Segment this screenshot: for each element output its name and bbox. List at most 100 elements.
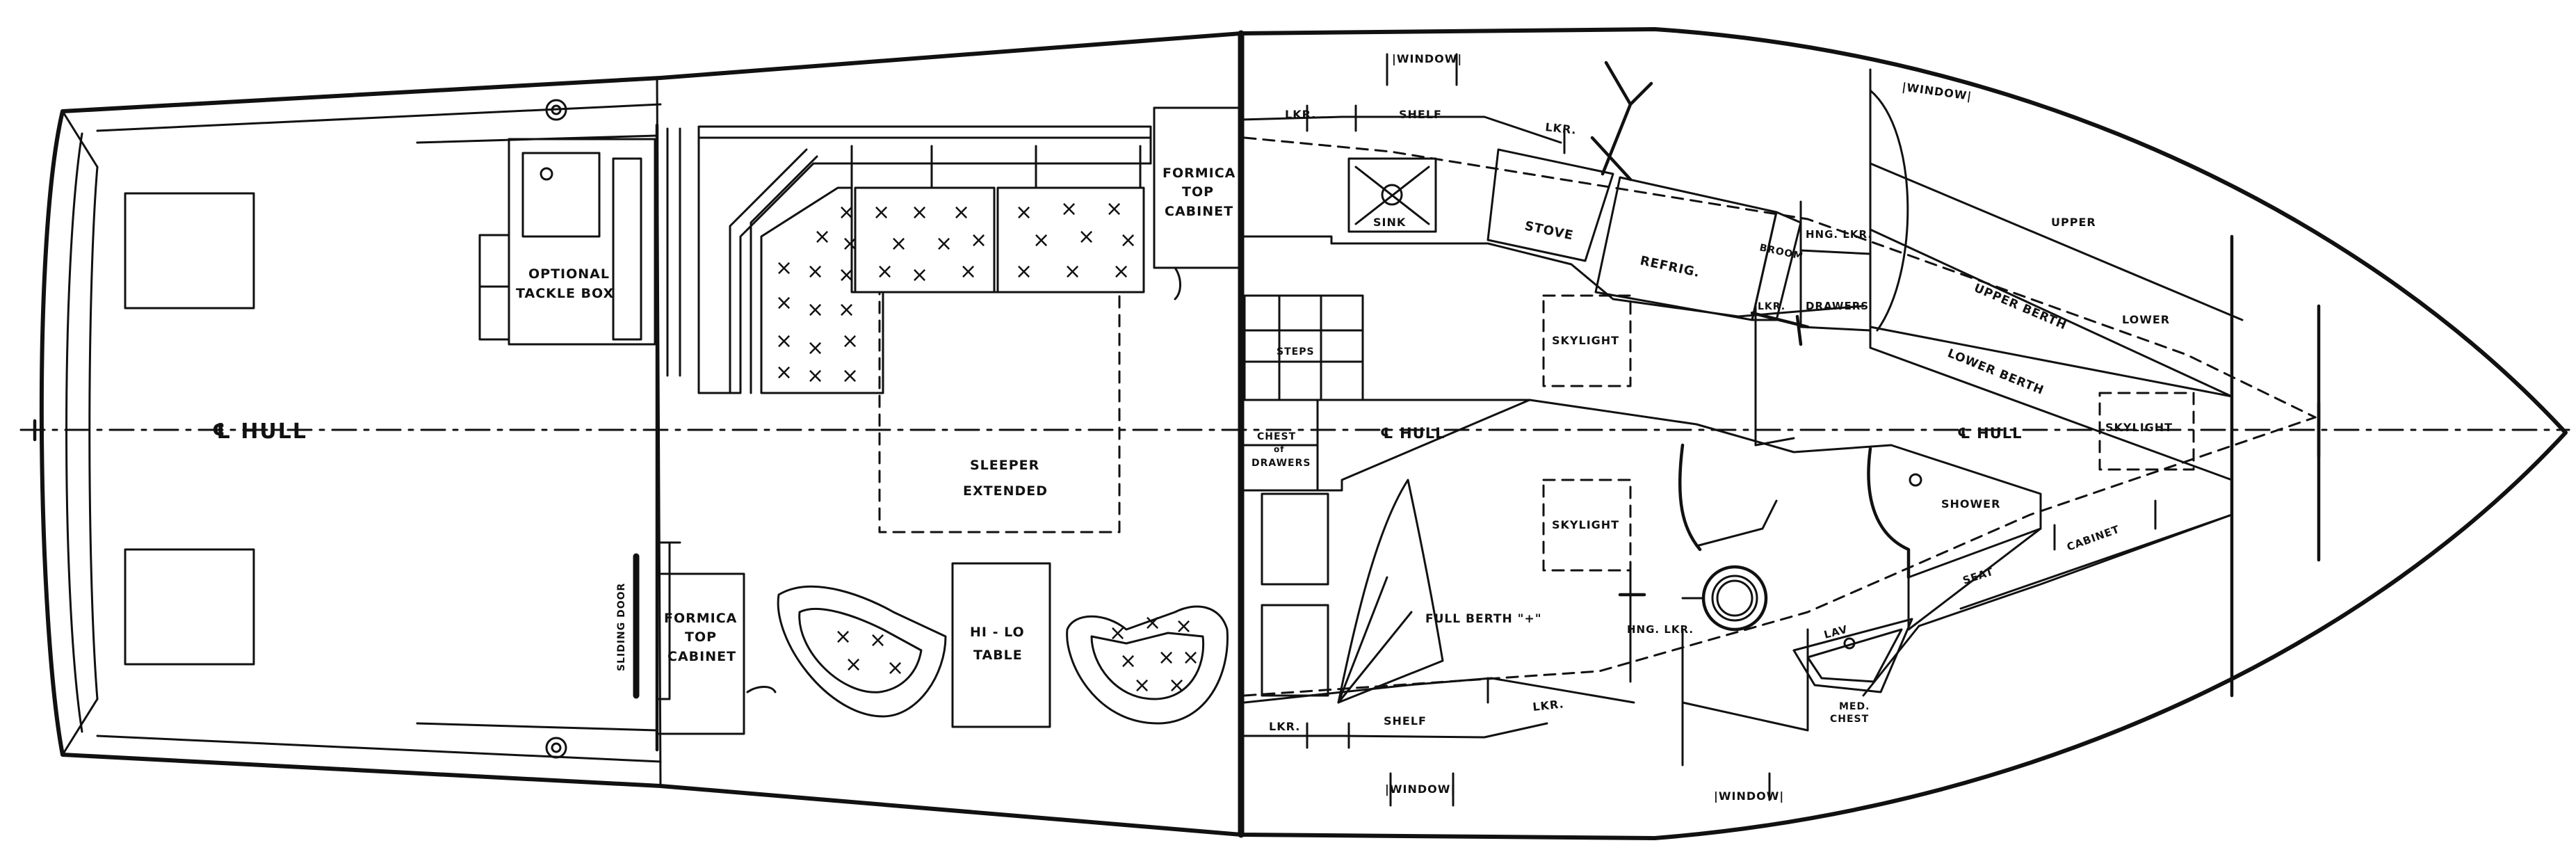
pillow-lower xyxy=(1261,604,1329,697)
hull-outline xyxy=(39,27,2568,840)
hull-centerline-label-mid: ℄ HULL xyxy=(1380,425,1445,442)
swivel-chair-right: ××× ××× ×× xyxy=(1066,605,1229,725)
stove-label: STOVE xyxy=(1523,218,1575,243)
formica-cabinet-lower-label: FORMICA xyxy=(664,611,737,626)
seat-label: SEAT xyxy=(1961,565,1995,587)
shower-label: SHOWER xyxy=(1941,497,2000,511)
full-berth-label: FULL BERTH "+" xyxy=(1425,612,1542,626)
skylight-bow-label: SKYLIGHT xyxy=(2105,421,2173,434)
chest-of-drawers-label-3: DRAWERS xyxy=(1251,458,1311,469)
formica-cabinet-lower-label-3: CABINET xyxy=(667,649,736,664)
locker-bottom-1-label: LKR. xyxy=(1269,720,1300,733)
svg-text:×: × xyxy=(959,259,977,284)
svg-text:×: × xyxy=(841,364,859,388)
fish-box-upper xyxy=(124,192,255,310)
window-top-left-label: |WINDOW| xyxy=(1392,52,1462,66)
shelf-top-label: SHELF xyxy=(1399,108,1442,121)
svg-text:×: × xyxy=(1119,649,1137,673)
window-bottom-left-label: |WINDOW| xyxy=(1385,782,1455,796)
svg-text:×: × xyxy=(807,364,824,388)
cushion-tufting: ××× ××× ××× ××× ××× ××× ××× ××× ××× ××× … xyxy=(775,197,1137,388)
shelf-bottom-label: SHELF xyxy=(1384,714,1427,728)
formica-cabinet-upper-label-3: CABINET xyxy=(1165,204,1233,219)
fish-box-lower xyxy=(124,548,255,666)
v-berth xyxy=(1754,89,2321,698)
sink xyxy=(1347,157,1437,233)
svg-text:×: × xyxy=(841,232,859,256)
stove xyxy=(1487,148,1614,262)
med-chest-label-2: CHEST xyxy=(1830,714,1869,725)
salon: ××× ××× ××× ××× ××× ××× ××× ××× ××× ××× … xyxy=(633,106,1242,752)
skylight-upper xyxy=(1542,294,1632,387)
svg-text:×: × xyxy=(1064,259,1081,284)
shower xyxy=(1890,444,2042,579)
skylight-bow xyxy=(2098,392,2195,471)
svg-text:×: × xyxy=(1109,621,1126,645)
hanging-locker-top-label: HNG. LKR. xyxy=(1806,228,1872,241)
locker-top-1-label: LKR. xyxy=(1285,108,1316,121)
svg-text:×: × xyxy=(869,628,886,652)
hi-lo-table-label: HI - LO xyxy=(970,625,1025,640)
sleeper-extended-label-2: EXTENDED xyxy=(963,483,1048,499)
sleeper-extended-label: SLEEPER xyxy=(970,458,1039,473)
svg-text:×: × xyxy=(813,225,831,249)
svg-text:×: × xyxy=(876,259,893,284)
cockpit xyxy=(124,138,656,666)
tackle-box-label: OPTIONAL xyxy=(528,266,610,282)
refrigerator-label: REFRIG. xyxy=(1639,253,1701,280)
sliding-door-label: SLIDING DOOR xyxy=(616,583,627,671)
hull-centerline-label-fwd: ℄ HULL xyxy=(1957,425,2023,442)
skylight-upper-label: SKYLIGHT xyxy=(1552,334,1619,347)
stateroom xyxy=(1240,399,2317,807)
hull-centerline xyxy=(19,401,2570,458)
svg-text:×: × xyxy=(1078,225,1095,249)
svg-text:×: × xyxy=(1105,197,1123,221)
chest-of-drawers-label-2: of xyxy=(1274,444,1284,454)
svg-text:×: × xyxy=(953,200,970,225)
svg-text:×: × xyxy=(807,336,824,360)
sink-label: SINK xyxy=(1373,216,1406,229)
svg-text:×: × xyxy=(807,298,824,322)
window-top-right-label: |WINDOW| xyxy=(1901,80,1972,104)
pillow-upper xyxy=(1261,492,1329,586)
svg-text:×: × xyxy=(1112,259,1130,284)
formica-cabinet-lower xyxy=(656,572,745,735)
berth-sheet xyxy=(1337,479,1444,704)
svg-text:×: × xyxy=(1144,611,1161,635)
svg-text:×: × xyxy=(807,259,824,284)
skylight-stateroom xyxy=(1542,479,1632,572)
settee-back xyxy=(697,125,1152,394)
swivel-chair-left: ×××× xyxy=(777,585,947,718)
svg-text:×: × xyxy=(838,200,855,225)
locker-top-2-label: LKR. xyxy=(1545,120,1578,137)
svg-text:×: × xyxy=(911,263,928,287)
svg-text:×: × xyxy=(775,291,793,315)
hi-lo-table xyxy=(951,562,1051,728)
svg-text:×: × xyxy=(775,360,793,385)
svg-text:×: × xyxy=(775,329,793,353)
settee-cushion-corner xyxy=(760,186,884,394)
formica-cabinet-lower-label-2: TOP xyxy=(685,629,717,645)
lavatory-sink xyxy=(1792,618,1913,693)
cabinet-bow-label: CABINET xyxy=(2065,523,2121,554)
svg-text:×: × xyxy=(838,263,855,287)
locker-bottom-2-label: LKR. xyxy=(1532,697,1564,714)
chest-of-drawers-label: CHEST xyxy=(1257,431,1296,442)
formica-cabinet-upper-label-2: TOP xyxy=(1182,184,1214,200)
sleeper-extended xyxy=(878,291,1121,533)
galley xyxy=(1240,53,2317,419)
head xyxy=(1678,443,2233,801)
svg-text:×: × xyxy=(1158,645,1175,670)
labels: ℄ HULL ℄ HULL ℄ HULL OPTIONAL TACKLE BOX… xyxy=(212,52,2173,803)
hanging-locker-bottom-label: HNG. LKR. xyxy=(1627,623,1694,636)
svg-text:×: × xyxy=(1182,645,1199,670)
svg-text:×: × xyxy=(886,656,904,680)
svg-text:×: × xyxy=(1119,228,1137,252)
svg-text:×: × xyxy=(1032,228,1050,252)
upper-label: UPPER xyxy=(2051,216,2096,229)
hull-centerline-label-aft: ℄ HULL xyxy=(212,419,307,444)
svg-text:×: × xyxy=(1168,673,1185,698)
svg-text:×: × xyxy=(1133,673,1151,698)
svg-text:×: × xyxy=(1175,614,1192,639)
